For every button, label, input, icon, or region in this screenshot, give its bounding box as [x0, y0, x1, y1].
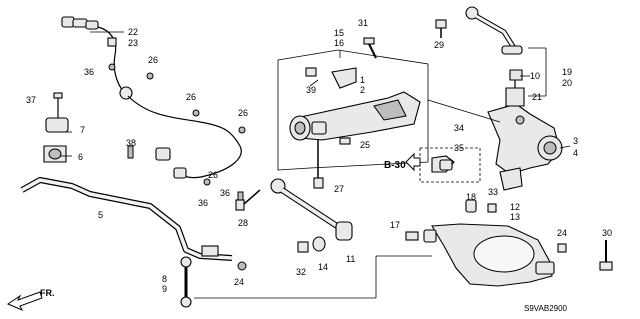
- sensor-connector-assembly: [61, 16, 154, 100]
- reference-label: B-30: [384, 160, 406, 171]
- lower-arm-bolt: [599, 240, 613, 271]
- callout-4: 4: [573, 148, 578, 158]
- callout-13: 13: [510, 212, 520, 222]
- callout-11: 11: [346, 254, 355, 264]
- callout-29: 29: [434, 40, 444, 50]
- callout-19: 19: [562, 67, 572, 77]
- callout-36: 36: [84, 67, 94, 77]
- callout-33: 33: [488, 187, 498, 197]
- callout-14: 14: [318, 262, 328, 272]
- callout-22: 22: [128, 27, 138, 37]
- callout-37: 37: [26, 95, 36, 105]
- callout-31: 31: [358, 18, 368, 28]
- front-arrow-icon: [6, 291, 43, 311]
- callout-16: 16: [334, 38, 344, 48]
- upper-arm: [435, 6, 525, 107]
- callout-2: 2: [360, 85, 365, 95]
- callout-28: 28: [238, 218, 248, 228]
- callout-26d: 26: [208, 170, 218, 180]
- callout-23: 23: [128, 38, 138, 48]
- callout-24b: 24: [557, 228, 567, 238]
- callout-10: 10: [530, 71, 540, 81]
- callout-6: 6: [78, 152, 83, 162]
- callout-7: 7: [80, 125, 85, 135]
- callout-18: 18: [466, 192, 476, 202]
- stabilizer-link: [180, 256, 192, 308]
- callout-25: 25: [360, 140, 370, 150]
- direction-label: FR.: [40, 288, 55, 298]
- callout-24: 24: [234, 277, 244, 287]
- callout-17: 17: [390, 220, 400, 230]
- trailing-arm: [289, 67, 421, 141]
- arm-bushings: [297, 236, 326, 253]
- front-direction-indicator: FR.: [6, 288, 55, 311]
- callout-27: 27: [334, 184, 344, 194]
- callout-39: 39: [306, 85, 316, 95]
- callout-21: 21: [532, 92, 542, 102]
- callout-34: 34: [454, 123, 464, 133]
- callout-26c: 26: [238, 108, 248, 118]
- callout-36c: 36: [220, 188, 230, 198]
- callout-30: 30: [602, 228, 612, 238]
- callout-labels: 1 2 3 4 5 6 7 8 9 10 11 12 13 14 15 16 1…: [26, 18, 612, 294]
- compensator-arm: [235, 178, 353, 241]
- reference-arrow-icon: [405, 152, 421, 172]
- diagram-code: S9VAB2900: [524, 304, 568, 313]
- leader-lines: [60, 31, 571, 157]
- rear-knuckle: [427, 99, 563, 191]
- stabilizer-bushing-assembly: [43, 92, 69, 163]
- callout-32: 32: [296, 267, 306, 277]
- trailing-arm-bolts: [305, 37, 377, 189]
- callout-9: 9: [162, 284, 167, 294]
- callout-26: 26: [148, 55, 158, 65]
- callout-15: 15: [334, 28, 344, 38]
- callout-38: 38: [126, 138, 136, 148]
- callout-36b: 36: [198, 198, 208, 208]
- lower-arm: [194, 199, 567, 299]
- callout-8: 8: [162, 274, 167, 284]
- callout-35: 35: [454, 143, 464, 153]
- callout-12: 12: [510, 202, 520, 212]
- trailing-arm-box: [277, 49, 429, 171]
- callout-3: 3: [573, 136, 578, 146]
- stabilizer-bar: [20, 177, 247, 271]
- callout-26b: 26: [186, 92, 196, 102]
- callout-20: 20: [562, 78, 572, 88]
- reference-box: [419, 147, 481, 183]
- callout-5: 5: [98, 210, 103, 220]
- callout-1: 1: [360, 75, 365, 85]
